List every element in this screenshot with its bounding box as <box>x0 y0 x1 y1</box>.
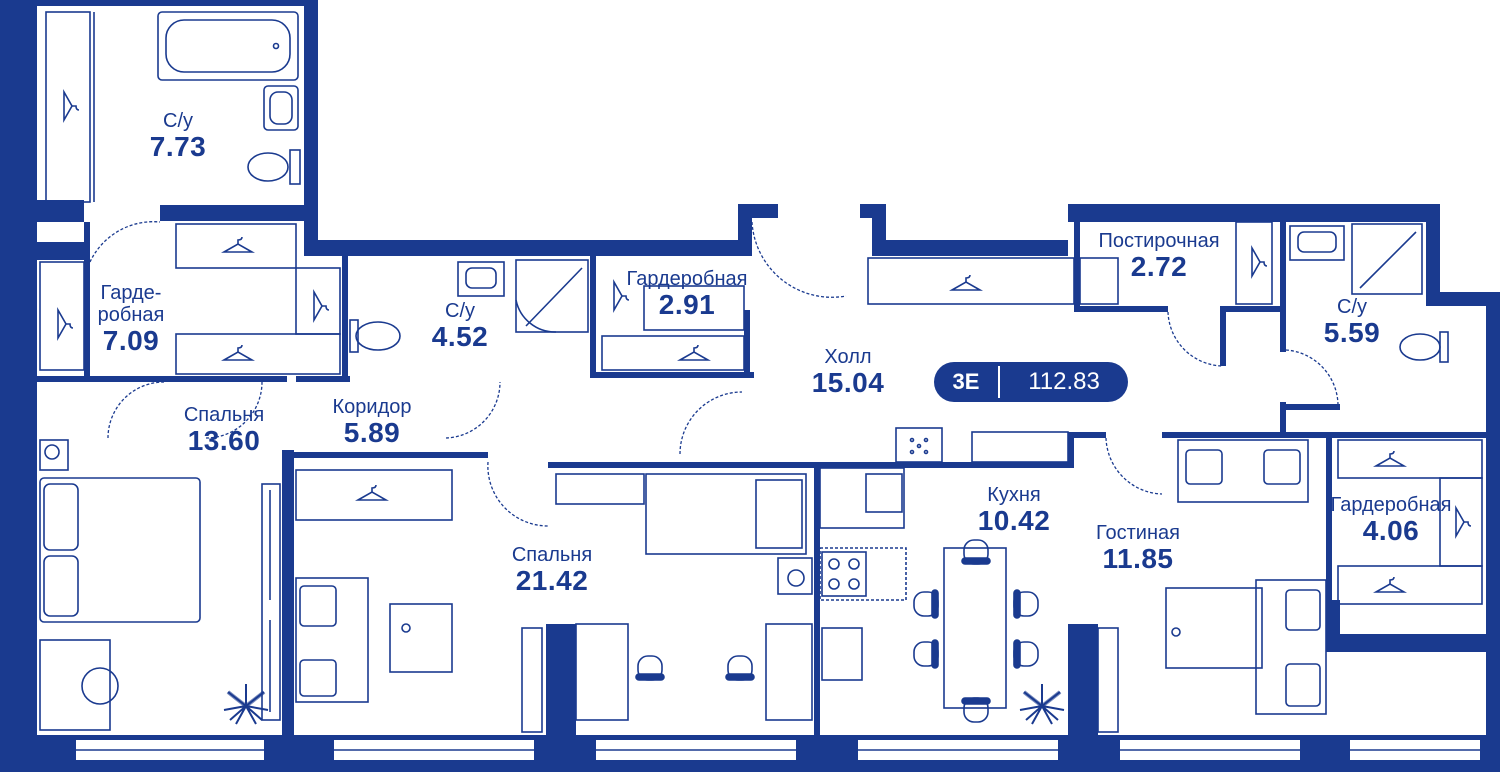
room-corridor: Коридор 5.89 <box>318 396 426 449</box>
armchair-icon <box>1255 579 1327 715</box>
apartment-total-area: 112.83 <box>1028 368 1100 395</box>
room-name: Спальня <box>511 544 593 566</box>
room-living: Гостиная 11.85 <box>1078 522 1198 575</box>
bed-icon <box>645 473 807 555</box>
desk-icon <box>39 639 111 731</box>
washing-machine-icon <box>777 557 813 595</box>
room-area: 4.06 <box>1362 515 1420 546</box>
room-name: С/у <box>163 110 193 132</box>
armchair-icon <box>295 577 369 703</box>
fixtures <box>39 11 1483 733</box>
table-icon <box>389 603 453 673</box>
bathtub-icon <box>157 11 299 81</box>
wardrobe-rail <box>175 223 297 269</box>
room-area: 7.09 <box>102 325 160 356</box>
room-name: Коридор <box>332 396 412 418</box>
room-area: 13.60 <box>187 425 261 456</box>
badge-divider <box>998 366 1000 398</box>
room-name: С/у <box>1337 296 1367 318</box>
room-area: 5.89 <box>343 417 401 448</box>
room-area: 10.42 <box>977 505 1051 536</box>
room-name: Гостиная <box>1096 522 1180 544</box>
room-area: 2.91 <box>658 289 716 320</box>
room-name: Кухня <box>987 484 1041 506</box>
room-name: Холл <box>824 346 872 368</box>
fridge-icon <box>821 627 863 681</box>
room-area: 7.73 <box>149 131 207 162</box>
chair-icon <box>635 655 665 681</box>
room-bath-2: С/у 4.52 <box>420 300 500 353</box>
plant-icon <box>1018 682 1066 726</box>
room-hall: Холл 15.04 <box>800 346 896 399</box>
sink-icon <box>263 85 299 131</box>
room-bath-3: С/у 5.59 <box>1312 296 1392 349</box>
interior-walls <box>37 220 1486 736</box>
sink-icon <box>457 261 505 297</box>
room-bedroom-2: Спальня 21.42 <box>494 544 610 597</box>
room-kitchen: Кухня 10.42 <box>964 484 1064 537</box>
room-wardrobe-1: Гарде- робная 7.09 <box>86 282 176 357</box>
room-wardrobe-3: Гардеробная 4.06 <box>1318 494 1464 547</box>
room-area: 15.04 <box>811 367 885 398</box>
washing-machine-icon <box>81 667 119 705</box>
room-area: 5.59 <box>1323 317 1381 348</box>
washing-machine-icon <box>39 439 69 471</box>
dining-table-icon <box>943 547 1007 709</box>
table-icon <box>1165 587 1263 669</box>
apartment-type: 3E <box>952 369 980 394</box>
toilet-icon <box>1439 331 1449 363</box>
stove-icon <box>821 551 867 597</box>
shower-icon <box>1351 223 1423 295</box>
room-name: Постирочная <box>1098 230 1220 252</box>
room-name: Спальня <box>183 404 265 426</box>
sofa-icon <box>1177 439 1309 503</box>
chair-icon <box>725 655 755 681</box>
room-area: 2.72 <box>1130 251 1188 282</box>
sink-icon <box>1289 225 1345 261</box>
bed-icon <box>39 477 201 623</box>
room-area: 11.85 <box>1102 543 1174 574</box>
toilet-icon <box>289 149 301 185</box>
room-name: Гардеробная <box>626 268 748 290</box>
room-laundry: Постирочная 2.72 <box>1084 230 1234 283</box>
wardrobe-cabinet <box>45 11 91 203</box>
washing-machine-icon <box>1079 257 1119 305</box>
desk-icon <box>575 623 629 721</box>
sink-icon <box>865 473 903 513</box>
room-bedroom-1: Спальня 13.60 <box>166 404 282 457</box>
apartment-badge: 3E 112.83 <box>934 362 1128 402</box>
room-wardrobe-2: Гардеробная 2.91 <box>614 268 760 321</box>
room-bath-1: С/у 7.73 <box>138 110 218 163</box>
sink-icon <box>895 427 943 463</box>
hanger-icon <box>63 91 80 121</box>
room-area: 4.52 <box>431 321 489 352</box>
toilet-icon <box>349 319 359 353</box>
desk-icon <box>765 623 813 721</box>
room-name: С/у <box>445 300 475 322</box>
room-name: Гарде- робная <box>97 282 165 326</box>
door-swings <box>89 221 1339 527</box>
room-area: 21.42 <box>515 565 589 596</box>
room-name: Гардеробная <box>1330 494 1452 516</box>
